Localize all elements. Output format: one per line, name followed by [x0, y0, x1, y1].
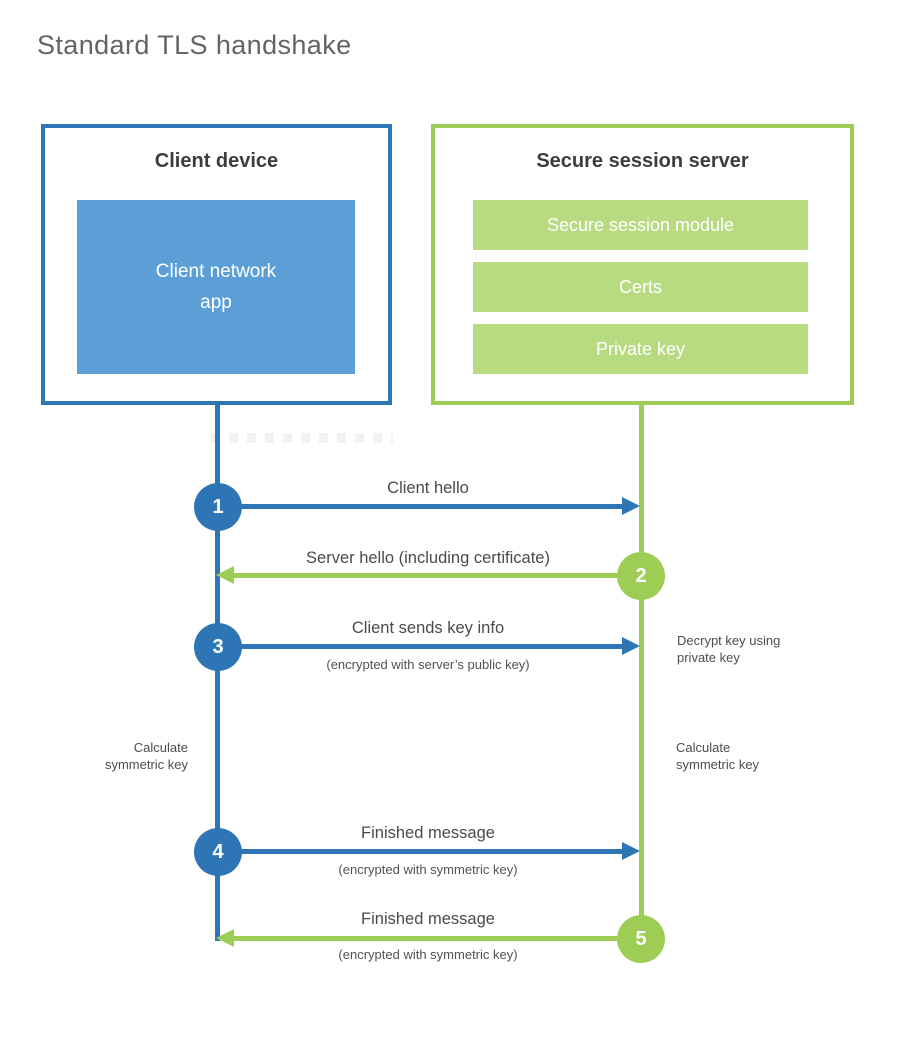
- server-module-certs: Certs: [473, 262, 808, 312]
- server-module-secure-session: Secure session module: [473, 200, 808, 250]
- calc-symmetric-key-note-client: Calculate symmetric key: [104, 740, 188, 772]
- step4-label: Finished message: [361, 824, 495, 842]
- step1-arrow-line: [236, 504, 626, 509]
- server-lifeline: [639, 405, 644, 939]
- step4-arrowhead-right-icon: [622, 842, 640, 860]
- step5-arrowhead-left-icon: [216, 929, 234, 947]
- step3-circle: 3: [194, 623, 242, 671]
- decrypt-key-note: Decrypt key using private key: [677, 633, 781, 665]
- step1-arrowhead-right-icon: [622, 497, 640, 515]
- secure-session-server-box: Secure session server Secure session mod…: [431, 124, 854, 405]
- page-title: Standard TLS handshake: [37, 30, 352, 60]
- faint-dashed-line: [211, 433, 393, 443]
- step4-sublabel: (encrypted with symmetric key): [338, 862, 518, 877]
- calc-symmetric-key-note-server: Calculate symmetric key: [676, 740, 760, 772]
- step2-arrow-line: [234, 573, 620, 578]
- step5-sublabel: (encrypted with symmetric key): [338, 947, 518, 962]
- step1-circle: 1: [194, 483, 242, 531]
- step5-circle: 5: [617, 915, 665, 963]
- server-module-private-key: Private key: [473, 324, 808, 374]
- step3-sublabel: (encrypted with server’s public key): [326, 657, 530, 672]
- step3-label: Client sends key info: [351, 619, 505, 637]
- step2-label: Server hello (including certificate): [306, 549, 550, 567]
- step4-circle: 4: [194, 828, 242, 876]
- step2-circle: 2: [617, 552, 665, 600]
- step3-arrowhead-right-icon: [622, 637, 640, 655]
- step5-arrow-line: [234, 936, 620, 941]
- client-device-title: Client device: [154, 150, 279, 172]
- step1-label: Client hello: [387, 479, 469, 497]
- secure-session-server-title: Secure session server: [536, 150, 749, 172]
- step2-arrowhead-left-icon: [216, 566, 234, 584]
- client-device-box: Client device Client network app: [41, 124, 392, 405]
- client-network-app-block: Client network app: [77, 200, 355, 374]
- client-lifeline: [215, 405, 220, 941]
- step4-arrow-line: [236, 849, 626, 854]
- step5-label: Finished message: [361, 910, 495, 928]
- step3-arrow-line: [236, 644, 626, 649]
